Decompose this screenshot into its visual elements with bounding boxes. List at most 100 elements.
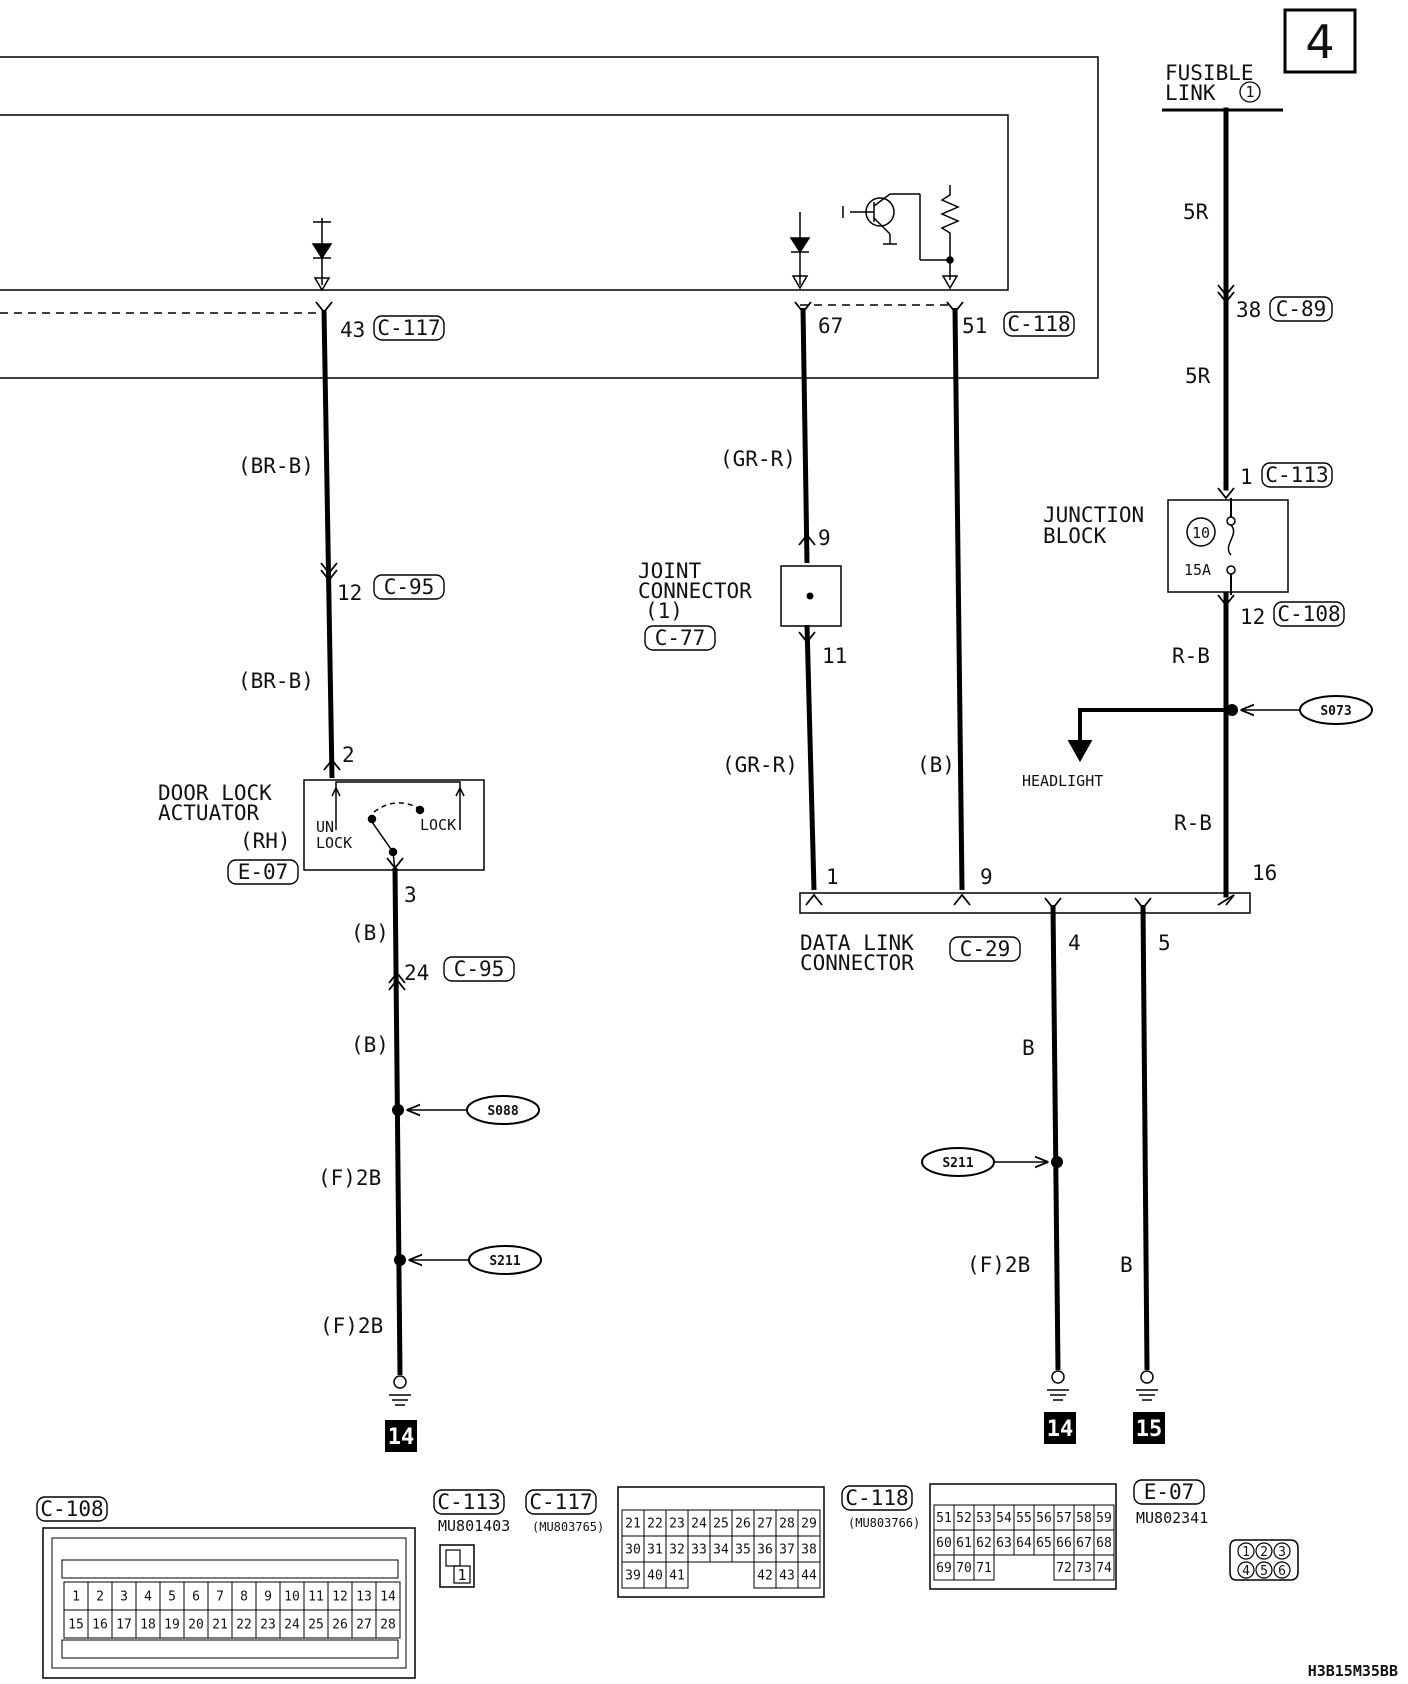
- c108-pin-17: 17: [116, 1618, 132, 1633]
- connector-c89: C-89: [1269, 296, 1333, 322]
- c117-pin-36: 36: [757, 1543, 773, 1558]
- c108-pin-8: 8: [240, 1590, 248, 1605]
- pin-2-door: 2: [342, 743, 355, 767]
- connector-c113: C-113: [1261, 462, 1333, 488]
- c117-pin-40: 40: [647, 1569, 663, 1584]
- ground-badges: 14 14 15: [385, 1412, 1165, 1452]
- svg-text:C-95: C-95: [384, 575, 435, 599]
- headlight-label: HEADLIGHT: [1022, 772, 1103, 790]
- c108-pin-7: 7: [216, 1590, 224, 1605]
- c108-pin-15: 15: [68, 1618, 84, 1633]
- connector-c117-top: C-117: [373, 315, 445, 341]
- c118-pin-58: 58: [1076, 1511, 1092, 1526]
- door-unlock-label-2: LOCK: [316, 834, 352, 852]
- legend-c118-label: C-118: [845, 1486, 908, 1510]
- svg-text:C-77: C-77: [655, 626, 706, 650]
- c108-pin-21: 21: [212, 1618, 228, 1633]
- e07-pin-5: 5: [1260, 1564, 1268, 1579]
- c118-pin-71-cell: [973, 1554, 995, 1581]
- c108-pin-6: 6: [192, 1590, 200, 1605]
- c117-pin-44: 44: [801, 1569, 817, 1584]
- c117-pin-31: 31: [647, 1543, 663, 1558]
- c118-pin-70: 70: [956, 1561, 972, 1576]
- door-label-1: DOOR LOCK: [158, 781, 272, 805]
- c108-pin-27: 27: [356, 1618, 372, 1633]
- e07-pin-6: 6: [1278, 1564, 1286, 1579]
- c117-pin-24: 24: [691, 1517, 707, 1532]
- c118-pin-74-cell: [1093, 1554, 1115, 1581]
- pin-12-c108: 12: [1240, 605, 1265, 629]
- pin-1-dlc: 1: [826, 865, 839, 889]
- pin-43: 43: [340, 318, 365, 342]
- pin-16-dlc: 16: [1252, 861, 1277, 885]
- c118-pin-61: 61: [956, 1536, 972, 1551]
- pin-marks: [315, 284, 1235, 991]
- joint-label-2: CONNECTOR: [638, 579, 752, 603]
- connector-ids: C-117 C-118 C-89 C-113 C-108 C-95 C-95 C…: [227, 296, 1345, 982]
- wire-label-brb-1: (BR-B): [238, 454, 314, 478]
- svg-text:C-118: C-118: [1007, 312, 1070, 336]
- c117-pin-22: 22: [647, 1517, 663, 1532]
- c118-pin-72: 72: [1056, 1561, 1072, 1576]
- splice-s211-left: S211: [394, 1245, 542, 1275]
- c117-pin-41: 41: [669, 1569, 685, 1584]
- pin-numbers: 43 67 51 38 1 12 12 9 11 2 3 24 1 9 16 4…: [337, 298, 1277, 985]
- dlc-label-1: DATA LINK: [800, 931, 914, 955]
- legend-c113-label: C-113: [437, 1490, 500, 1514]
- e07-pin-2-ring: [1255, 1542, 1273, 1560]
- c117-pin-35: 35: [735, 1543, 751, 1558]
- wire-brb: [321, 309, 335, 779]
- wire-b-51: [952, 307, 965, 891]
- c118-pin-57: 57: [1056, 1511, 1072, 1526]
- c117-pin-26: 26: [735, 1517, 751, 1532]
- e07-pin-1-ring: [1237, 1542, 1255, 1560]
- pin-51: 51: [962, 314, 987, 338]
- c117-pin-29: 29: [801, 1517, 817, 1532]
- pin-11-joint: 11: [822, 644, 847, 668]
- wire-label-b-1: B: [1022, 1036, 1035, 1060]
- svg-text:C-95: C-95: [454, 957, 505, 981]
- wire-door-ground: [392, 867, 403, 1376]
- wire-label-b-2: B: [1120, 1253, 1133, 1277]
- wire-color-labels: 5R 5R R-B R-B (BR-B) (BR-B) (GR-R) (GR-R…: [238, 200, 1212, 1338]
- junction-fuse-number: 10: [1192, 524, 1210, 542]
- svg-text:C-117: C-117: [377, 316, 440, 340]
- c118-pin-51: 51: [936, 1511, 952, 1526]
- wire-label-b-paren-3: (B): [351, 1033, 389, 1057]
- fusible-link-number: 1: [1245, 83, 1254, 101]
- wire-label-brb-2: (BR-B): [238, 669, 314, 693]
- page-number: 4: [1305, 15, 1334, 69]
- svg-text:C-29: C-29: [960, 937, 1011, 961]
- c117-pin-23: 23: [669, 1517, 685, 1532]
- pin-9-joint: 9: [818, 526, 831, 550]
- connector-c29: C-29: [949, 936, 1021, 962]
- wire-b-5: [1140, 904, 1150, 1371]
- ecu-outline: [0, 56, 1099, 379]
- c117-pin-33: 33: [691, 1543, 707, 1558]
- c118-pin-69: 69: [936, 1561, 952, 1576]
- c118-pin-71: 71: [976, 1561, 992, 1576]
- legend-c108-label: C-108: [40, 1497, 103, 1521]
- c117-pin-41-cell: [665, 1561, 689, 1589]
- joint-connector: JOINT CONNECTOR (1): [638, 559, 842, 627]
- wire-b-4: [1050, 904, 1061, 1371]
- legend-e07-part: MU802341: [1136, 1509, 1208, 1527]
- c108-pin-3: 3: [120, 1590, 128, 1605]
- wire-label-grr-2: (GR-R): [722, 753, 798, 777]
- c118-pin-54: 54: [996, 1511, 1012, 1526]
- c117-pin-44-cell: [797, 1561, 821, 1589]
- c118-pin-65: 65: [1036, 1536, 1052, 1551]
- junction-fuse-amp: 15A: [1184, 561, 1211, 579]
- c118-pin-74: 74: [1096, 1561, 1112, 1576]
- ecu-internal-diode-left: [311, 218, 333, 292]
- door-label-3: (RH): [240, 829, 291, 853]
- e07-pin-3: 3: [1278, 1545, 1286, 1560]
- door-lock-actuator: UN LOCK LOCK DOOR LOCK ACTUATOR (RH): [158, 779, 485, 871]
- legend-c117-label: C-117: [529, 1490, 592, 1514]
- c108-pin-24: 24: [284, 1618, 300, 1633]
- connector-c118-top: C-118: [1003, 311, 1075, 337]
- wire-label-rb-1: R-B: [1172, 644, 1210, 668]
- c108-pin-19: 19: [164, 1618, 180, 1633]
- wire-label-f2b-2: (F)2B: [320, 1314, 383, 1338]
